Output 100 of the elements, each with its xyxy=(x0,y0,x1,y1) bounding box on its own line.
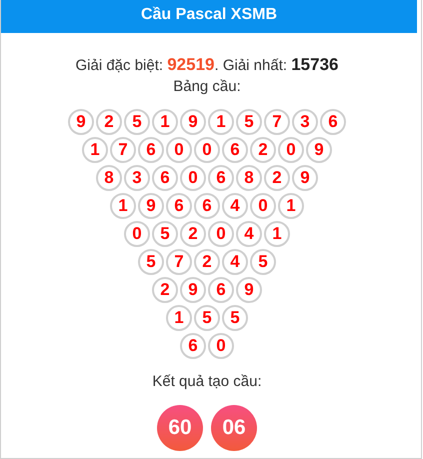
digit: 0 xyxy=(258,196,268,216)
result-circle xyxy=(211,405,257,451)
digit: 6 xyxy=(202,196,212,216)
digit-circle xyxy=(222,193,248,219)
prize-line: Giải đặc biệt: 92519. Giải nhất: 15736 xyxy=(76,55,338,76)
result-number: 60 xyxy=(168,416,192,440)
digit-circle xyxy=(82,137,108,163)
digit: 3 xyxy=(132,168,142,188)
section-heading: Kết quả tạo cầu: xyxy=(152,372,262,392)
digit: 2 xyxy=(202,252,212,272)
digit: 4 xyxy=(230,196,240,216)
digit: 6 xyxy=(216,280,226,300)
digit: 2 xyxy=(188,224,198,244)
digit-circle xyxy=(208,333,234,359)
digit: 1 xyxy=(272,224,282,244)
digit: 1 xyxy=(174,308,184,328)
digit: 9 xyxy=(188,280,198,300)
digit-circle xyxy=(264,109,290,135)
digit-circle xyxy=(264,165,290,191)
digit-circle xyxy=(138,137,164,163)
digit-circle xyxy=(152,109,178,135)
digit: 6 xyxy=(188,336,198,356)
digit-circle xyxy=(152,221,178,247)
digit-circle xyxy=(278,137,304,163)
digit: 2 xyxy=(272,168,282,188)
digit: 0 xyxy=(216,336,226,356)
digit-circle xyxy=(110,137,136,163)
digit: 3 xyxy=(300,112,310,132)
digit-circle xyxy=(236,221,262,247)
digit: 8 xyxy=(104,168,114,188)
result-circle xyxy=(157,405,203,451)
digit: 9 xyxy=(244,280,254,300)
digit: 5 xyxy=(202,308,212,328)
digit-circle xyxy=(180,277,206,303)
digit: 7 xyxy=(272,112,282,132)
digit: 1 xyxy=(90,140,100,160)
digit: 6 xyxy=(328,112,338,132)
digit-circle xyxy=(264,221,290,247)
digit: 7 xyxy=(174,252,184,272)
digit-circle xyxy=(138,249,164,275)
section-heading: Bảng cầu: xyxy=(173,77,241,97)
digit: 0 xyxy=(286,140,296,160)
digit-circle xyxy=(250,137,276,163)
digit-circle xyxy=(208,221,234,247)
digit: 0 xyxy=(216,224,226,244)
digit-circle xyxy=(320,109,346,135)
digit: 9 xyxy=(188,112,198,132)
result-number: 06 xyxy=(222,416,246,440)
digit-circle xyxy=(194,305,220,331)
digit-circle xyxy=(138,193,164,219)
digit-circle xyxy=(236,165,262,191)
digit-circle xyxy=(166,193,192,219)
digit-circle xyxy=(180,333,206,359)
digit: 5 xyxy=(132,112,142,132)
digit-circle xyxy=(96,109,122,135)
digit-circle xyxy=(208,165,234,191)
digit: 6 xyxy=(160,168,170,188)
digit: 0 xyxy=(202,140,212,160)
digit: 2 xyxy=(258,140,268,160)
digit-circle xyxy=(292,165,318,191)
digit: 2 xyxy=(160,280,170,300)
digit: 9 xyxy=(76,112,86,132)
digit-circle xyxy=(236,109,262,135)
digit-circle xyxy=(152,165,178,191)
digit-circle xyxy=(250,249,276,275)
digit-circle xyxy=(166,137,192,163)
digit-circle xyxy=(222,305,248,331)
digit: 1 xyxy=(216,112,226,132)
digit-circle xyxy=(222,249,248,275)
digit: 4 xyxy=(230,252,240,272)
digit-circle xyxy=(250,193,276,219)
digit: 9 xyxy=(314,140,324,160)
digit-circle xyxy=(194,137,220,163)
digit: 2 xyxy=(104,112,114,132)
digit-circle xyxy=(166,305,192,331)
digit-circle xyxy=(110,193,136,219)
digit-circle xyxy=(222,137,248,163)
digit-circle xyxy=(208,109,234,135)
digit: 0 xyxy=(188,168,198,188)
digit-circle xyxy=(68,109,94,135)
digit-circle xyxy=(236,277,262,303)
digit: 1 xyxy=(286,196,296,216)
digit-circle xyxy=(124,165,150,191)
digit: 1 xyxy=(118,196,128,216)
digit: 9 xyxy=(146,196,156,216)
title: Cầu Pascal XSMB xyxy=(140,5,278,25)
digit-circle xyxy=(194,193,220,219)
digit: 8 xyxy=(244,168,254,188)
digit-circle xyxy=(306,137,332,163)
digit: 6 xyxy=(216,168,226,188)
digit: 1 xyxy=(160,112,170,132)
digit-circle xyxy=(180,165,206,191)
digit: 7 xyxy=(118,140,128,160)
digit: 6 xyxy=(230,140,240,160)
digit: 5 xyxy=(244,112,254,132)
digit-circle xyxy=(166,249,192,275)
digit-circle xyxy=(194,249,220,275)
digit-circle xyxy=(124,109,150,135)
digit: 5 xyxy=(160,224,170,244)
digit-circle xyxy=(180,221,206,247)
